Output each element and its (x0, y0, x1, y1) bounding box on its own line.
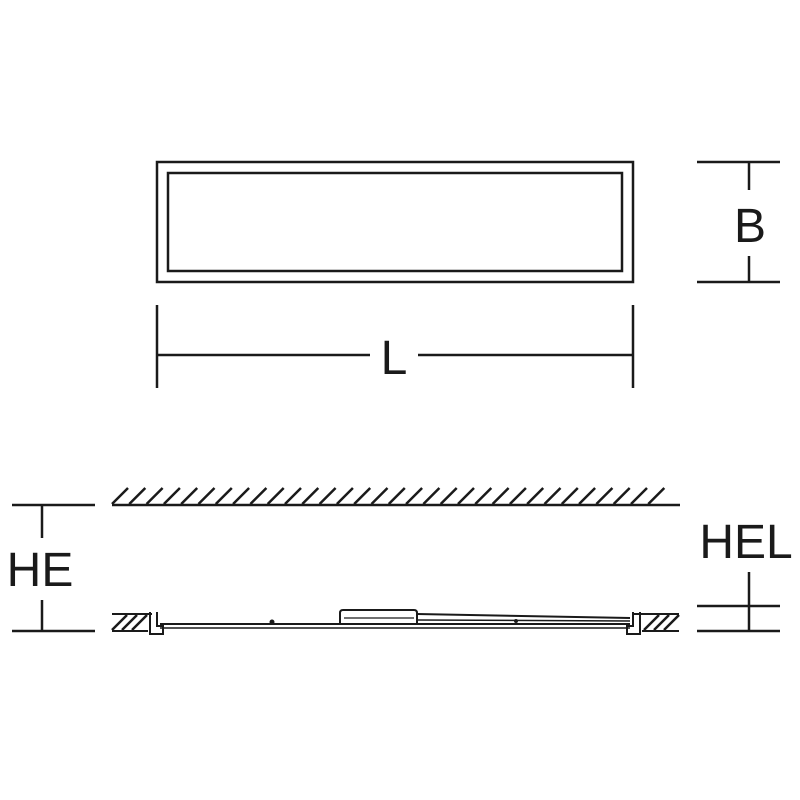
screw-point (269, 619, 275, 625)
hatch-mark (370, 487, 389, 505)
side-view (111, 487, 680, 635)
hatch-mark (145, 487, 164, 505)
top-view (155, 160, 635, 284)
hatch-mark (647, 487, 666, 505)
width-label: B (734, 200, 766, 253)
hatch-mark (387, 487, 406, 505)
hatch-mark (232, 487, 250, 505)
hatch-mark (578, 487, 596, 505)
hatch-mark (121, 614, 138, 631)
hatch-mark (457, 487, 475, 505)
hatch-mark (214, 487, 233, 505)
hatch-mark (128, 487, 147, 505)
hatch-mark (612, 487, 631, 505)
hatch-mark (131, 614, 148, 631)
hatch-mark (543, 487, 562, 505)
length-label: L (381, 332, 408, 385)
hatch-mark (560, 487, 579, 505)
he-label: HE (7, 544, 74, 597)
panel-outer-frame (155, 160, 635, 284)
hatch-mark (595, 487, 614, 505)
hatch-mark (197, 487, 216, 505)
dimension-recess-height: HE (7, 503, 95, 633)
hatch-mark (422, 487, 441, 505)
hatch-mark (526, 487, 545, 505)
hatch-mark (491, 487, 510, 505)
panel-inner-frame (166, 171, 624, 273)
hatch-mark (180, 487, 199, 505)
hatch-mark (509, 487, 527, 505)
hatch-mark (111, 487, 129, 505)
hatch-mark (643, 614, 660, 631)
hatch-mark (630, 487, 648, 505)
hatch-mark (111, 614, 128, 631)
hel-label: HEL (699, 516, 792, 569)
hatch-mark (284, 487, 302, 505)
hatch-mark (318, 487, 337, 505)
hatch-mark (653, 614, 670, 631)
dimension-recess-height-luminaire: HEL (697, 516, 793, 633)
hatch-mark (353, 487, 372, 505)
ceiling-hatching (111, 487, 666, 505)
hatch-mark (301, 487, 320, 505)
hatch-mark (663, 614, 680, 631)
hatch-mark (336, 487, 354, 505)
luminaire-profile (149, 609, 641, 635)
hatch-mark (405, 487, 423, 505)
hatch-mark (266, 487, 285, 505)
ceiling-recess-left (111, 613, 152, 632)
screw-point (514, 619, 518, 623)
dimension-width: B (697, 160, 780, 284)
hatch-mark (163, 487, 181, 505)
dimension-length: L (155, 305, 635, 388)
hatch-mark (474, 487, 493, 505)
hatch-mark (439, 487, 458, 505)
hatch-mark (249, 487, 268, 505)
ceiling-recess-right (632, 613, 680, 632)
